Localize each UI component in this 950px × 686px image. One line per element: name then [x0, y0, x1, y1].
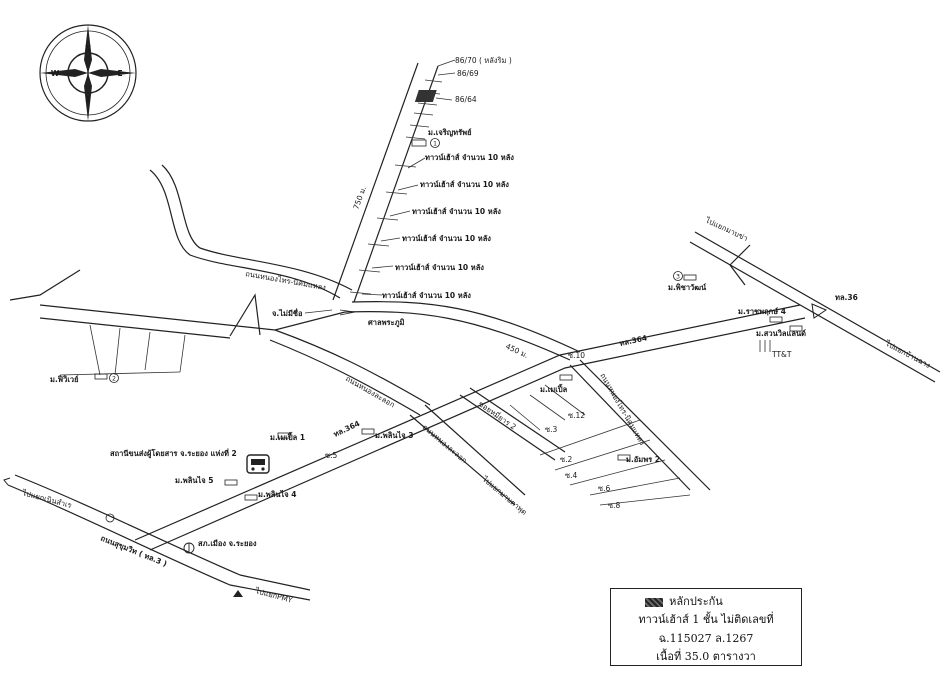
road-east: ถนนหนองไทร-นิคมแหลง	[569, 359, 711, 491]
highway-364-label-b: ทล.364	[619, 333, 648, 348]
village-maple: ม.เมเปิ้ล	[540, 383, 568, 394]
townhouse-row-1: ทาวน์เฮ้าส์ จำนวน 10 หลัง	[425, 153, 514, 162]
road-central: ถนนหนองละลอก	[269, 329, 431, 416]
village-rachapruek: ม.ราชพฤกษ์ 4	[738, 307, 786, 316]
highway-364: ทล.364 ทล.364	[134, 304, 806, 551]
soi-10: ซ.10	[568, 351, 585, 360]
plot-86-70: 86/70 ( หลังริม )	[455, 56, 512, 65]
townhouse-row-4: ทาวน์เฮ้าส์ จำนวน 10 หลัง	[402, 234, 491, 243]
soi-2: ซ.2	[560, 455, 572, 464]
bus-station-label: สถานีขนส่งผู้โดยสาร จ.ระยอง แห่งที่ 2	[110, 447, 237, 459]
marker-1: 1	[433, 141, 437, 148]
landmark-police: สภ.เมือง จ.ระยอง	[183, 539, 257, 554]
legend: หลักประกัน ทาวน์เฮ้าส์ 1 ชั้น ไม่ติดเลขท…	[610, 588, 802, 666]
legend-title-row: หลักประกัน	[589, 592, 779, 610]
legend-line-2: ฉ.115027 ล.1267	[658, 632, 754, 645]
junction-marker: จ.ไม่มีชื่อ ศาลพระภูมิ	[272, 307, 405, 328]
legend-title: หลักประกัน	[669, 595, 723, 608]
distance-450: 450 ม.	[504, 342, 530, 360]
police-label: สภ.เมือง จ.ระยอง	[198, 539, 257, 548]
to-nikom: ไปแยกมาบตาพุด	[480, 474, 529, 517]
village-phonthong-3: ม.พลินไจ 3	[375, 430, 413, 440]
townhouse-row-2: ทาวน์เฮ้าส์ จำนวน 10 หลัง	[420, 180, 509, 189]
village-phonthong-4: ม.พลินไจ 4	[258, 489, 296, 499]
highway-36-label: ทล.36	[835, 293, 858, 302]
to-chonburi: ไปแยกเนินสำเร	[21, 488, 73, 510]
landmark-bus-station: สถานีขนส่งผู้โดยสาร จ.ระยอง แห่งที่ 2	[110, 447, 270, 474]
marker-2: 2	[112, 376, 116, 383]
highway-364-label-a: ทล.364	[332, 419, 361, 439]
soi-5: ซ.5	[325, 451, 337, 460]
village-phonthong-5: ม.พลินไจ 5	[175, 475, 213, 485]
plot-86-64: 86/64	[455, 95, 477, 104]
village-phisawat: ม.พิชาวัฒน์	[668, 283, 707, 292]
to-rayong-top: ไปแยกมาบข่า	[703, 215, 749, 243]
soi-4: ซ.4	[565, 471, 577, 480]
soi-12: ซ.12	[568, 411, 585, 420]
compass-east: E	[117, 69, 122, 78]
side-road-strip: 750 ม.	[332, 59, 456, 303]
road-central-label: ถนนหนองละลอก	[344, 374, 396, 409]
to-rayong-right: ไปแยกบ้านฉาง	[883, 338, 932, 370]
side-road-length: 750 ม.	[351, 185, 368, 211]
village-amorn: ม.อัมพร 2	[626, 455, 660, 464]
compass-rose: N S E W	[39, 24, 137, 122]
legend-line-1: ทาวน์เฮ้าส์ 1 ชั้น ไม่ติดเลขที่	[638, 613, 774, 626]
townhouse-row-3: ทาวน์เฮ้าส์ จำนวน 10 หลัง	[412, 207, 501, 216]
road-nongsai: ถนนหนองไทร-นิคมแหลง	[149, 164, 353, 299]
highway-36: ทล.36 ไปแยกมาบข่า ไปแยกบ้านฉาง	[689, 215, 941, 383]
soi-3: ซ.3	[545, 425, 557, 434]
townhouse-row-6: ทาวน์เฮ้าส์ จำนวน 10 หลัง	[382, 291, 471, 300]
soi-label: ซอยหมี่ยาร 2	[477, 398, 519, 431]
legend-line-3: เนื้อที่ 35.0 ตารางวา	[656, 650, 756, 663]
soi-6: ซ.6	[598, 484, 610, 493]
road-east-label: ถนนหนองไทร-นิคมแหลง	[598, 372, 647, 447]
tt-t-label: TT&T	[771, 350, 792, 359]
plot-86-69: 86/69	[457, 69, 479, 78]
compass-north: N	[85, 44, 91, 53]
road-lower-label: ถนนหนองละลอก	[421, 423, 469, 465]
collateral-swatch-icon	[645, 597, 664, 607]
shrine-label: ศาลพระภูมิ	[368, 318, 405, 328]
to-pmy: ไปแยกPMY	[254, 586, 294, 605]
compass-west: W	[51, 69, 60, 78]
townhouse-labels: ทาวน์เฮ้าส์ จำนวน 10 หลัง ทาวน์เฮ้าส์ จำ…	[361, 153, 514, 300]
road-to-junction: 450 ม.	[344, 301, 581, 361]
soi-8: ซ.8	[608, 501, 620, 510]
village-fitphet: ม.ฟิวิเวย์	[50, 375, 78, 384]
marker-3: 3	[676, 274, 680, 281]
village-charoensap: ม.เจริญทรัพย์ 1	[411, 128, 471, 148]
village-markers: 3 ม.พิชาวัฒน์ ม.ราชพฤกษ์ 4 ม.สวนวิลแลนด์…	[50, 271, 806, 501]
compass-south: S	[85, 95, 90, 104]
townhouse-row-5: ทาวน์เฮ้าส์ จำนวน 10 หลัง	[395, 263, 484, 272]
village-maple-1: ม.เมเปิ้ล 1	[270, 431, 305, 442]
road-nongsai-label: ถนนหนองไทร-นิคมแหลง	[245, 269, 327, 292]
village-suan: ม.สวนวิลแลนด์	[756, 329, 806, 338]
village-charoensap-label: ม.เจริญทรัพย์	[428, 128, 471, 137]
junction-label: จ.ไม่มีชื่อ	[272, 307, 303, 318]
